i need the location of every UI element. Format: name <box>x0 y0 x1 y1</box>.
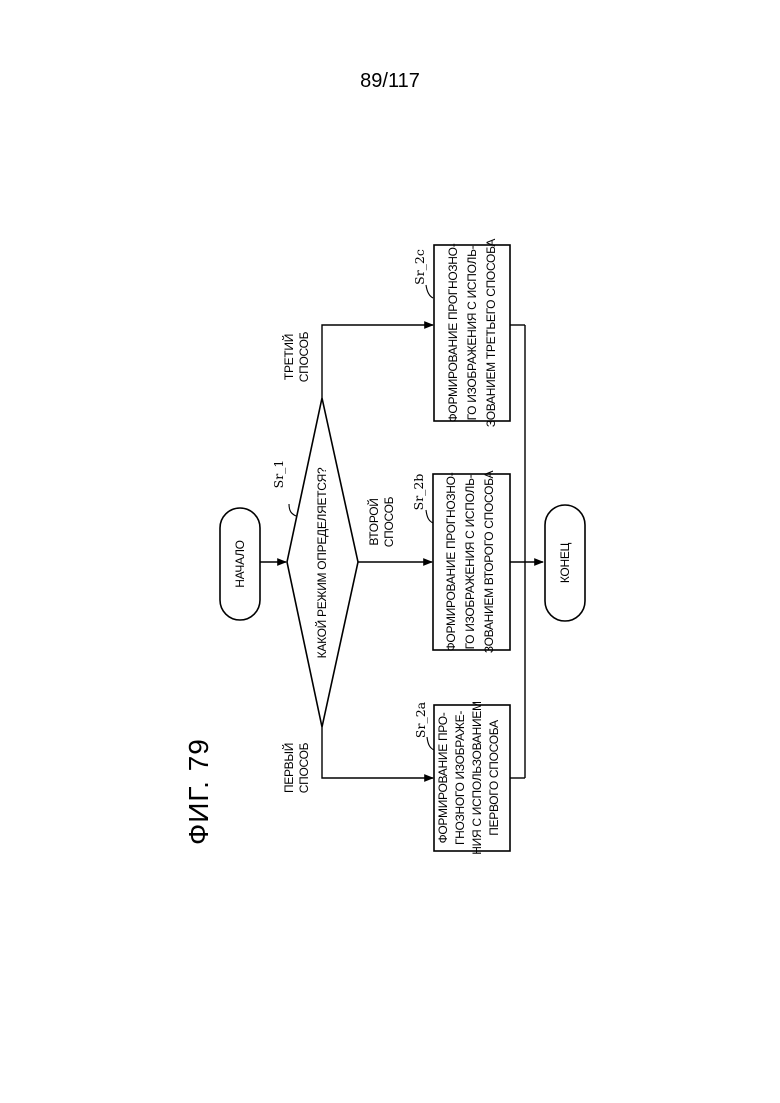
branch-second-line1: ВТОРОЙ <box>366 498 381 545</box>
branch-third-line1: ТРЕТИЙ <box>281 334 296 380</box>
process-second-line3: ЗОВАНИЕМ ВТОРОГО СПОСОБА <box>482 471 496 654</box>
process-second-ref: Sr_2b <box>411 474 426 511</box>
decision-label: КАКОЙ РЕЖИМ ОПРЕДЕЛЯЕТСЯ? <box>314 467 329 658</box>
branch-first-line1: ПЕРВЫЙ <box>281 743 296 793</box>
process-second-line2: ГО ИЗОБРАЖЕНИЯ С ИСПОЛЬ- <box>463 474 477 649</box>
process-first-line1: ФОРМИРОВАНИЕ ПРО- <box>436 712 450 843</box>
branch-first-line2: СПОСОБ <box>297 742 311 793</box>
end-label: КОНЕЦ <box>558 542 572 583</box>
process-third-line3: ЗОВАНИЕМ ТРЕТЬЕГО СПОСОБА <box>484 239 498 427</box>
start-label: НАЧАЛО <box>233 540 247 587</box>
process-first-ref: Sr_2a <box>413 701 428 738</box>
figure-label: ФИГ. 79 <box>183 738 214 845</box>
process-first-line4: ПЕРВОГО СПОСОБА <box>487 720 501 836</box>
process-third-line1: ФОРМИРОВАНИЕ ПРОГНОЗНО- <box>446 243 460 422</box>
branch-second-line2: СПОСОБ <box>382 496 396 547</box>
process-third-ref: Sr_2c <box>412 249 427 285</box>
decision-ref: Sr_1 <box>271 460 286 489</box>
process-second-line1: ФОРМИРОВАНИЕ ПРОГНОЗНО- <box>444 472 458 651</box>
branch-third-line2: СПОСОБ <box>297 331 311 382</box>
process-first-line2: ГНОЗНОГО ИЗОБРАЖЕ- <box>453 711 467 845</box>
process-first-line3: НИЯ С ИСПОЛЬЗОВАНИЕМ <box>470 701 484 855</box>
process-third-line2: ГО ИЗОБРАЖЕНИЯ С ИСПОЛЬ- <box>465 245 479 420</box>
